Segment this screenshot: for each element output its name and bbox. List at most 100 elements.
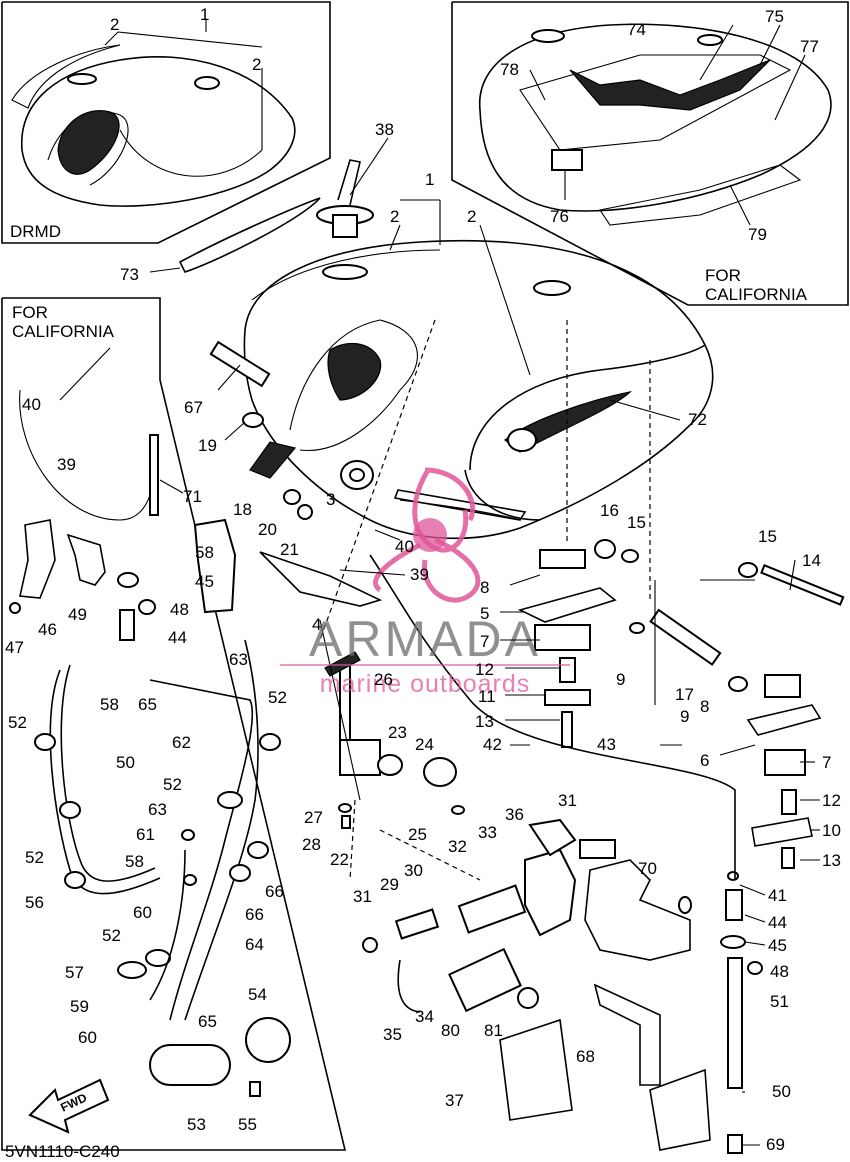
callout: 60: [133, 903, 152, 922]
callout: 71: [183, 487, 202, 506]
callout: 47: [5, 638, 24, 657]
callout: 75: [765, 7, 784, 26]
callout: 51: [770, 992, 789, 1011]
callout: 60: [78, 1028, 97, 1047]
callout: 48: [770, 962, 789, 981]
callout: 13: [475, 712, 494, 731]
callout: 40: [395, 537, 414, 556]
callout: 28: [302, 835, 321, 854]
callout: 40: [22, 395, 41, 414]
diagram-code: 5VN1110-C240: [5, 1142, 120, 1161]
watermark-tagline: marine outboards: [320, 670, 531, 698]
callout: 43: [597, 735, 616, 754]
callout: 29: [380, 875, 399, 894]
callout: 49: [68, 605, 87, 624]
callout: 30: [404, 861, 423, 880]
callout: 70: [638, 859, 657, 878]
callout: 1: [425, 170, 434, 189]
callout: 12: [475, 660, 494, 679]
callout: 63: [148, 800, 167, 819]
bracket-68: [584, 859, 711, 1151]
callout: 44: [168, 628, 187, 647]
fuel-tank: [178, 159, 714, 540]
callout: 9: [680, 707, 689, 726]
callout: 58: [195, 543, 214, 562]
callout: 18: [233, 500, 252, 519]
callout: 56: [25, 893, 44, 912]
grommet-3: [340, 460, 374, 490]
callout: 52: [163, 775, 182, 794]
callout: 11: [478, 687, 496, 706]
callout: 50: [116, 753, 135, 772]
callout: 20: [258, 520, 277, 539]
callout: 12: [822, 791, 841, 810]
callout: 69: [766, 1135, 785, 1154]
inset-ca-top-line2: CALIFORNIA: [705, 285, 808, 304]
callout: 79: [748, 225, 767, 244]
callout: 52: [25, 848, 44, 867]
callout: 45: [195, 572, 214, 591]
mount-parts-right: [517, 539, 845, 869]
callout: 38: [375, 120, 394, 139]
callout: 46: [38, 620, 57, 639]
callout: 78: [500, 60, 519, 79]
callout: 37: [445, 1091, 464, 1110]
small-parts-18-21: [242, 412, 313, 520]
callout: 21: [280, 540, 299, 559]
callout: 32: [448, 837, 467, 856]
callout: 33: [478, 823, 497, 842]
callout: 13: [822, 851, 841, 870]
inset-ca-left-line2: CALIFORNIA: [12, 322, 115, 341]
callout: 35: [383, 1025, 402, 1044]
guide-lines: [319, 319, 656, 881]
callout: 63: [229, 650, 248, 669]
fuel-pump-assembly: [362, 818, 616, 1121]
callout: 42: [483, 735, 502, 754]
callout: 7: [822, 753, 831, 772]
callout: 73: [120, 265, 139, 284]
callout: 50: [772, 1082, 791, 1101]
hose-67: [209, 340, 271, 388]
callout: 24: [415, 735, 434, 754]
callout: 31: [353, 887, 372, 906]
callout: 27: [304, 808, 323, 827]
callout: 19: [198, 436, 217, 455]
callout: 48: [170, 600, 189, 619]
callout: 76: [550, 207, 569, 226]
callout: 80: [441, 1021, 460, 1040]
fwd-arrow-icon: FWD: [28, 1078, 110, 1134]
callout: 64: [245, 935, 264, 954]
callout: 17: [675, 685, 694, 704]
callout: 61: [136, 825, 155, 844]
callout: 26: [374, 670, 393, 689]
callout: 58: [125, 852, 144, 871]
callout: 2: [467, 207, 476, 226]
callout: 36: [505, 805, 524, 824]
hose-50-right: [369, 554, 763, 1154]
callout: 66: [265, 882, 284, 901]
callout: 14: [802, 551, 821, 570]
callout: 39: [57, 455, 76, 474]
fuel-cock-assembly: [324, 651, 465, 829]
callout: 65: [198, 1012, 217, 1031]
callout: 54: [248, 985, 267, 1004]
callout: 39: [410, 565, 429, 584]
callout: 66: [245, 905, 264, 924]
callout: 31: [558, 791, 577, 810]
watermark-brand: ARMADA: [309, 611, 541, 667]
callout: 2: [110, 15, 119, 34]
callout: 9: [616, 670, 625, 689]
watermark: ARMADA marine outboards: [280, 467, 570, 698]
inset-drmd: DRMD: [1, 1, 331, 244]
california-left-parts: [9, 434, 291, 1097]
callout: 81: [484, 1021, 503, 1040]
inset-california-left: FOR CALIFORNIA: [1, 297, 347, 1151]
callout: 8: [700, 697, 709, 716]
callout: 6: [700, 751, 709, 770]
callout: 7: [480, 632, 489, 651]
callout: 15: [627, 513, 646, 532]
inset-ca-top-line1: FOR: [705, 266, 741, 285]
callout: 44: [768, 913, 787, 932]
callout: 52: [102, 926, 121, 945]
